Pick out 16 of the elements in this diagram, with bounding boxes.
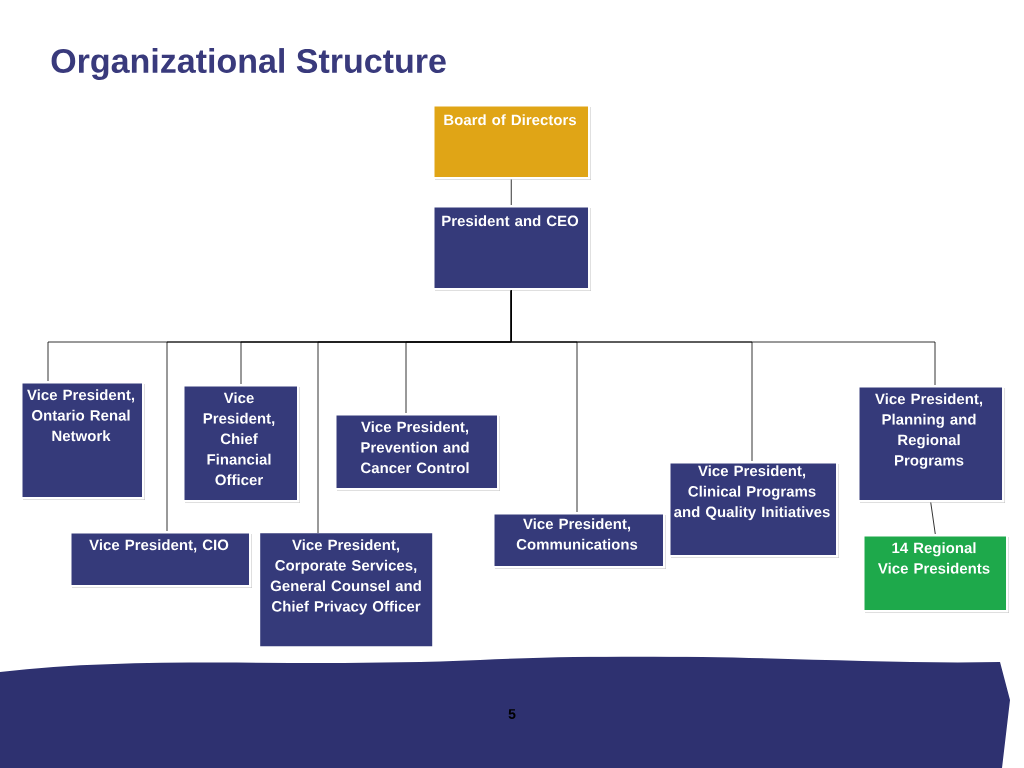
title: Organizational Structure [51, 48, 446, 80]
org-box: Vice President, CIO [69, 531, 252, 588]
org-box: Vice President, Corporate Services, General Counsel and Chief Privacy Officer [260, 533, 433, 647]
org-box: Board of Directors [432, 104, 591, 180]
org-box: Vice President, Prevention and Cancer Control [334, 413, 500, 491]
org-box: 14 Regional Vice Presidents [862, 534, 1009, 613]
org-box: Vice President, Planning and Regional Programs [857, 385, 1005, 503]
connector-line [510, 290, 936, 386]
org-box: Vice President, Ontario Renal Network [20, 381, 145, 500]
page-number: 5 [508, 709, 516, 719]
org-box: Vice President, Communications [492, 512, 666, 569]
org-box: President and CEO [432, 205, 591, 291]
connector-line [930, 502, 936, 535]
connector-line [510, 179, 512, 206]
org-box: Vice President, Chief Financial Officer [182, 384, 300, 503]
org-box: Vice President, Clinical Programs and Quality Initiatives [668, 461, 839, 558]
